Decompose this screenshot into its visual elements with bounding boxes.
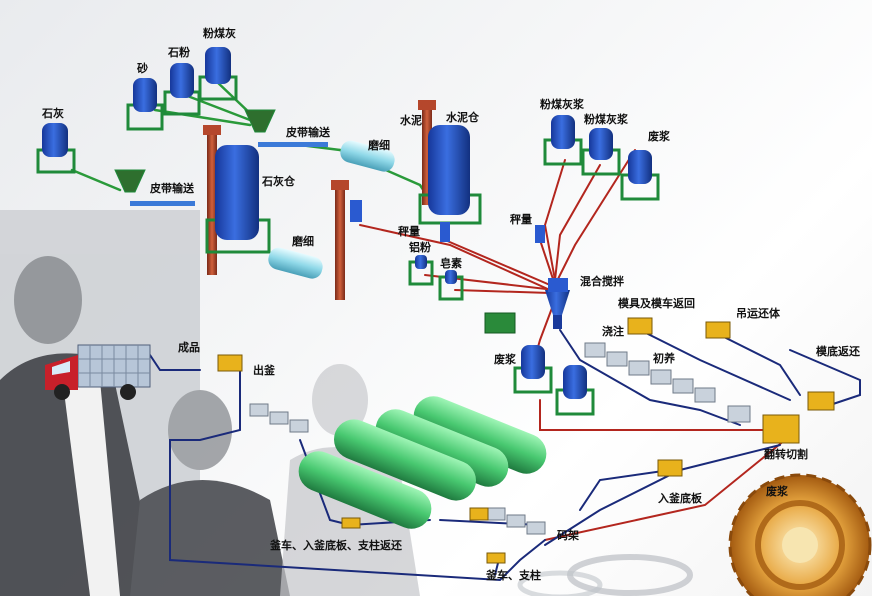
truck [45,344,151,400]
ball-mills [268,140,395,279]
label-kettle-return: 釜车、入釜底板、支柱返还 [270,539,402,552]
label-into-kettle-bottom: 入釜底板 [658,492,702,505]
label-belt-conveyor-1: 皮带输送 [150,182,194,195]
bucket-elevators [203,100,436,300]
label-mold-cart-return: 模具及模车返回 [618,297,695,310]
label-cross-bottom-return: 模底返还 [816,345,860,358]
label-mill-1: 磨细 [368,139,390,152]
autoclaves [298,396,547,529]
label-lime: 石灰 [42,107,64,120]
pump-box [484,312,516,334]
label-stone-powder: 石粉 [168,46,190,59]
label-pouring: 浇注 [602,325,624,338]
label-sand: 砂 [137,62,148,75]
label-aluminum-powder: 铝粉 [409,241,431,254]
belt-conveyors [130,142,328,206]
label-kettle-cart-column: 釜车、支柱 [486,569,541,582]
label-soap: 皂素 [440,257,462,270]
label-cement-silo: 水泥仓 [446,111,479,124]
label-waste-slurry-1: 废浆 [648,130,670,143]
label-mixing: 混合搅拌 [580,275,624,288]
gear-decoration [517,473,872,596]
silos [36,47,660,416]
label-waste-slurry-2: 废浆 [494,353,516,366]
transfer-carts [217,317,835,564]
label-waste-slurry-3: 废浆 [766,485,788,498]
feed-hoppers [114,109,276,193]
label-flip-cutting: 翻转切割 [764,448,808,461]
label-lift-blank: 吊运还体 [736,307,780,320]
label-cement: 水泥 [400,114,422,127]
label-fly-ash: 粉煤灰 [203,27,236,40]
label-fly-ash-slurry-1: 粉煤灰浆 [540,98,584,111]
label-out-kettle: 出釜 [253,364,275,377]
label-stacking-rack: 码架 [557,529,579,542]
label-lime-silo: 石灰仓 [262,175,295,188]
label-mill-2: 磨细 [292,235,314,248]
label-belt-conveyor-2: 皮带输送 [286,126,330,139]
block-stacks [249,342,751,535]
label-finished-product: 成品 [178,341,200,354]
label-weighing-1: 秤量 [398,225,420,238]
label-weighing-2: 秤量 [510,213,532,226]
label-initial-curing: 初养 [653,352,675,365]
label-fly-ash-slurry-2: 粉煤灰浆 [584,113,628,126]
